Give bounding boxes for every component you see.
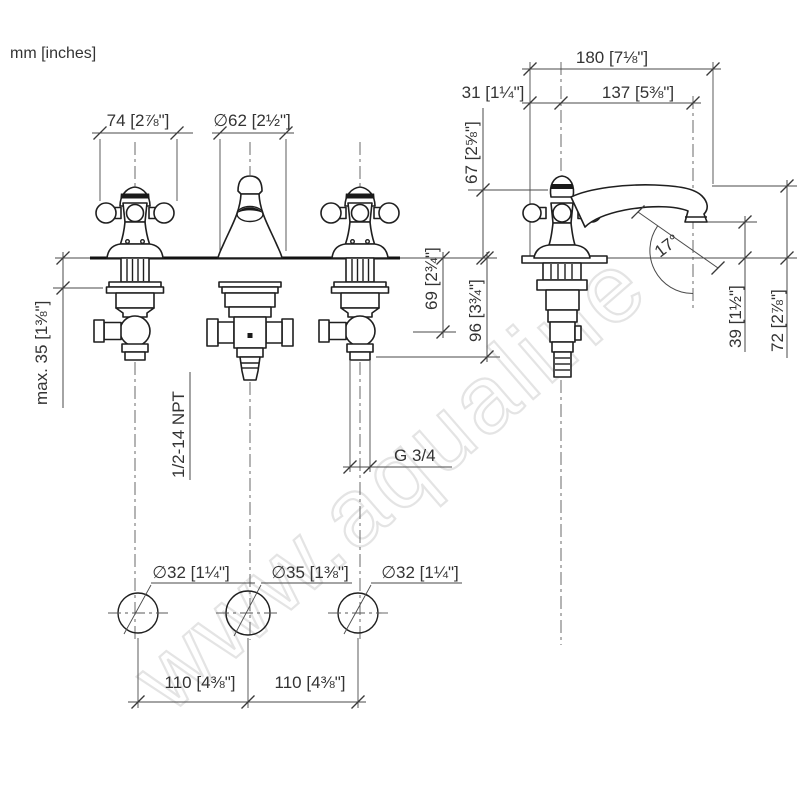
valve-body-side xyxy=(536,262,588,378)
hole-dia-center-label: ∅35 [1⅜"] xyxy=(271,563,349,582)
spout-front xyxy=(206,175,294,381)
extension-lines xyxy=(53,62,797,708)
dim-67-label: 67 [2⅝"] xyxy=(462,121,481,184)
hole-spacing-right-label: 110 [4⅜"] xyxy=(275,673,346,692)
dim-74-label: 74 [2⅞"] xyxy=(107,111,170,130)
dim-96-label: 96 [3¾"] xyxy=(466,279,485,342)
npt-thread-label: 1/2-14 NPT xyxy=(169,391,188,478)
dim-39-label: 39 [1½"] xyxy=(726,285,745,348)
dim-180-label: 180 [7⅛"] xyxy=(576,48,648,67)
dim-62-label: ∅62 [2½"] xyxy=(213,111,291,130)
hole-spacing-left-label: 110 [4⅜"] xyxy=(165,673,236,692)
hole-layout xyxy=(108,582,462,637)
spout-side xyxy=(570,184,708,228)
dim-max35-label: max. 35 [1⅜"] xyxy=(32,301,51,405)
aerator-opening xyxy=(236,205,264,223)
hole-dia-left-label: ∅32 [1¼"] xyxy=(152,563,230,582)
hole-dia-right-label: ∅32 [1¼"] xyxy=(381,563,459,582)
dim-31-label: 31 [1¼"] xyxy=(462,83,525,102)
dim-69-label: 69 [2¾"] xyxy=(422,247,441,310)
dim-72-label: 72 [2⅞"] xyxy=(768,289,787,352)
units-label: mm [inches] xyxy=(10,45,96,62)
dim-137-label: 137 [5⅜"] xyxy=(602,83,674,102)
dimension-texts: 74 [2⅞"] ∅62 [2½"] 180 [7⅛"] 31 [1¼"] 13… xyxy=(32,48,787,692)
front-view xyxy=(90,175,400,381)
side-view xyxy=(521,175,708,378)
g34-thread-label: G 3/4 xyxy=(394,446,436,465)
